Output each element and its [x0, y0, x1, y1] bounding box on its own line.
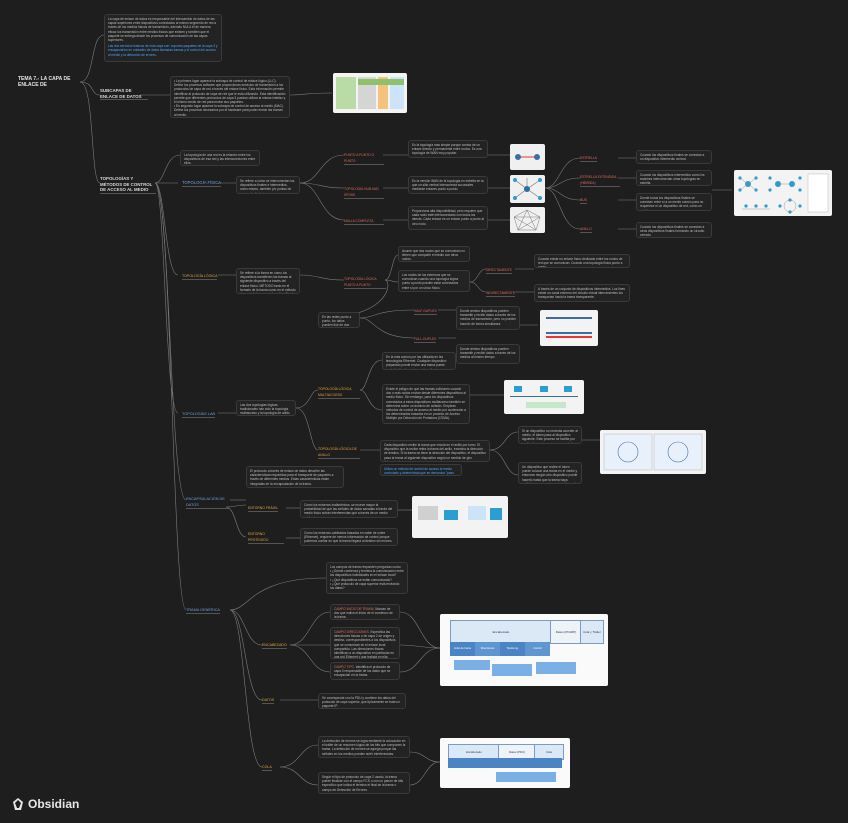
brand-name: Obsidian — [28, 797, 80, 811]
full-duplex-text[interactable]: Donde ambos dispositivos pueden transmit… — [456, 344, 520, 364]
topologia-logica-card[interactable]: Se refiere a la forma en cómo los dispos… — [236, 268, 300, 294]
obsidian-gem-icon — [13, 798, 23, 810]
logica-p2p-label[interactable]: TOPOLOGÍA LÓGICA PUNTO A PUNTO — [344, 276, 386, 289]
frame1-header: Encabezado — [450, 620, 552, 644]
p2p-diagram — [510, 144, 545, 170]
encabezado-item-2-text: Identifica el protocolo de capa 3 respon… — [334, 665, 391, 678]
encabezado-label[interactable]: ENCABEZADO — [262, 643, 287, 649]
intro-text: La capa de enlace de datos es responsabl… — [108, 17, 217, 43]
frame1-sub-3: Control — [525, 642, 550, 656]
cola-text[interactable]: La detección de errores se logra mediant… — [318, 736, 410, 758]
encapsulacion-diagram — [412, 496, 508, 538]
hub-spoke-drawing — [513, 178, 542, 200]
entorno-fragil-label[interactable]: ENTORNO FRÁGIL — [248, 506, 279, 512]
lan-item-3-text[interactable]: Cuando los dispositivos finales se conec… — [636, 222, 712, 238]
mesh-drawing — [513, 209, 541, 231]
trama-questions[interactable]: Los campos de trama responden preguntas … — [326, 562, 408, 594]
lan-item-1-label[interactable]: ESTRELLA EXTENDIDA (HÍBRIDA) — [580, 174, 620, 187]
lan-item-2-label[interactable]: BUS — [580, 198, 587, 204]
subcapas-label[interactable]: SUBCAPAS DE ENLACE DE DATOS — [100, 88, 148, 100]
encabezado-item-0[interactable]: CAMPO INICIO DE TRAMA. Marcan de dos que… — [330, 604, 400, 620]
mesh-diagram — [510, 207, 545, 233]
entorno-protegido-text[interactable]: Como los entornos cableados basados en c… — [300, 528, 398, 546]
frame1-sub-0: Inicio de trama — [450, 642, 475, 656]
indirectamente-text[interactable]: A través de un conjunto de dispositivos … — [534, 284, 630, 302]
obsidian-logo: Obsidian — [12, 797, 79, 811]
fisica-item-1-text[interactable]: Es la versión WAN de la topología en est… — [408, 176, 488, 194]
encabezado-item-1-text: Especifica las direcciones físicas o de … — [334, 630, 396, 659]
intro-note: Las dos servicios básicos de esta capa s… — [108, 44, 218, 57]
entorno-fragil-text[interactable]: Como los entornos inalámbricos, se mueve… — [300, 500, 398, 518]
p2p-diagram-drawing — [515, 154, 540, 160]
fisica-item-0-text[interactable]: Es la topología más simple porque consta… — [408, 140, 488, 158]
multiacceso-text2[interactable]: Existe el peligro de que las tramas coli… — [382, 384, 470, 424]
anillo-note[interactable]: Utiliza un método de control de acceso a… — [380, 464, 462, 476]
topologia-logica-label[interactable]: TOPOLOGÍA LÓGICA — [182, 274, 218, 280]
anillo-drawing — [603, 433, 703, 471]
hub-spoke-diagram — [510, 175, 545, 203]
topologias-lan-card[interactable]: Las dos topologías lógicas tradicionales… — [236, 400, 296, 416]
cola-label[interactable]: COLA — [262, 765, 272, 771]
intro-card[interactable]: La capa de enlace de datos es responsabl… — [104, 14, 222, 62]
fisica-item-2-label[interactable]: MALLA COMPLETA — [344, 218, 384, 225]
directamente-label[interactable]: DIRECTAMENTE — [486, 268, 512, 274]
subcapas-diagram — [333, 73, 407, 113]
entorno-protegido-label[interactable]: ENTORNO PROTEGIDO — [248, 531, 284, 544]
fisica-item-0-label[interactable]: PUNTO A PUNTO O PUNTO — [344, 152, 384, 165]
multiacceso-label[interactable]: TOPOLOGÍA LÓGICA MULTIACCESO — [318, 386, 360, 399]
topologia-fisica-card[interactable]: Se refiere a cómo se interconectan los d… — [236, 176, 300, 194]
topologias-intro[interactable]: La topología de una red es la relación e… — [180, 150, 260, 166]
indirectamente-label[interactable]: INDIRECTAMENTE — [486, 291, 516, 297]
frame2-trailer: Cola — [534, 744, 564, 760]
encapsulacion-text[interactable]: El protocolo a través de enlace de datos… — [246, 466, 344, 488]
encapsulacion-label[interactable]: ENCAPSULACIÓN DE DATOS — [186, 496, 230, 509]
anillo-side1[interactable]: Si un dispositivo no necesita acceder al… — [518, 426, 582, 444]
lan-item-1-text[interactable]: Cuando los dispositivos intermedios como… — [636, 170, 712, 186]
directamente-text[interactable]: Cuando existe un enlace físico dedicado … — [534, 254, 630, 268]
full-duplex-label[interactable]: FULL-DUPLEX — [414, 337, 437, 343]
half-duplex-text[interactable]: Donde ambos dispositivos pueden transmit… — [456, 306, 520, 330]
lan-item-0-text[interactable]: Cuando los dispositivos finales se conec… — [636, 150, 712, 164]
anillo-diagram — [600, 430, 706, 474]
logica-p2p-text[interactable]: Asume que dos nodos que se comunican no … — [398, 246, 470, 262]
root-title[interactable]: TEMA 7.- LA CAPA DE ENLACE DE — [18, 76, 71, 88]
half-duplex-label[interactable]: HALF-DUPLEX — [414, 309, 437, 315]
duplex-diagram — [540, 310, 598, 346]
frame1-sub-2: Tipo/Long. — [500, 642, 525, 656]
lan-topologies-drawing — [738, 173, 829, 214]
lan-topologies-diagram — [734, 170, 832, 216]
topologias-lan-label[interactable]: TOPOLOGÍAS LAN — [182, 412, 216, 418]
lan-item-2-text[interactable]: Donde todos los dispositivos finales se … — [636, 193, 712, 211]
encabezado-item-1-label: CAMPO DIRECCIONES. — [334, 630, 370, 634]
topologia-fisica-label[interactable]: TOPOLOGÍA FÍSICA — [182, 180, 222, 187]
duplex-intro[interactable]: En las redes punto a punto, los datos pu… — [318, 312, 360, 328]
fisica-item-1-label[interactable]: TOPOLOGÍA HUB AND SPOKE — [344, 186, 384, 199]
trama-label[interactable]: TRAMA GENÉRICA — [186, 608, 220, 614]
frame-diagram-2: Encabezado Datos (PDU) Cola — [440, 738, 570, 788]
cola-text2[interactable]: Según el tipo de protocolo de capa 2 usa… — [318, 772, 410, 794]
frame1-data: Datos (IP/ARP) — [550, 620, 582, 644]
encabezado-item-2-label: CAMPO TIPO. — [334, 665, 355, 669]
encabezado-item-2[interactable]: CAMPO TIPO. Identifica el protocolo de c… — [330, 662, 400, 680]
anillo-text[interactable]: Cada dispositivo recibe la trama que cir… — [380, 440, 490, 462]
encabezado-item-0-text: Marcan de dos que indica el inicio de el… — [334, 607, 393, 620]
multiacceso-diagram — [504, 380, 584, 414]
frame1-sub-1: Direcciones — [475, 642, 500, 656]
encabezado-item-0-label: CAMPO INICIO DE TRAMA. — [334, 607, 375, 611]
frame-diagram-1: Encabezado Datos (IP/ARP) Cola y Tráiler… — [440, 614, 608, 686]
encabezado-item-1[interactable]: CAMPO DIRECCIONES. Especifica las direcc… — [330, 627, 400, 659]
multiacceso-text[interactable]: En la más común por las utilizada en las… — [382, 352, 456, 370]
topologias-label[interactable]: TOPOLOGÍAS Y MÉTODOS DE CONTROL DE ACCES… — [100, 176, 156, 194]
datos-label[interactable]: DATOS — [262, 698, 275, 704]
anillo-side2[interactable]: Un dispositivo que recibe el token puede… — [518, 462, 582, 484]
datos-text[interactable]: Se corresponde con la PDU y contiene los… — [318, 693, 406, 709]
lan-item-3-label[interactable]: ANILLO — [580, 227, 592, 233]
subcapas-card[interactable]: • La primera lugar aparece la subcapa de… — [170, 76, 290, 118]
fisica-item-2-text[interactable]: Proporciona alta disponibilidad, pero re… — [408, 206, 488, 230]
frame1-trailer: Cola y Tráiler — [580, 620, 604, 644]
logica-p2p-text2[interactable]: Los nodos de los extremos que se comunic… — [398, 270, 470, 292]
anillo-label[interactable]: TOPOLOGÍA LÓGICA DE ANILLO — [318, 446, 360, 459]
lan-item-0-label[interactable]: ESTRELLA — [580, 156, 597, 162]
